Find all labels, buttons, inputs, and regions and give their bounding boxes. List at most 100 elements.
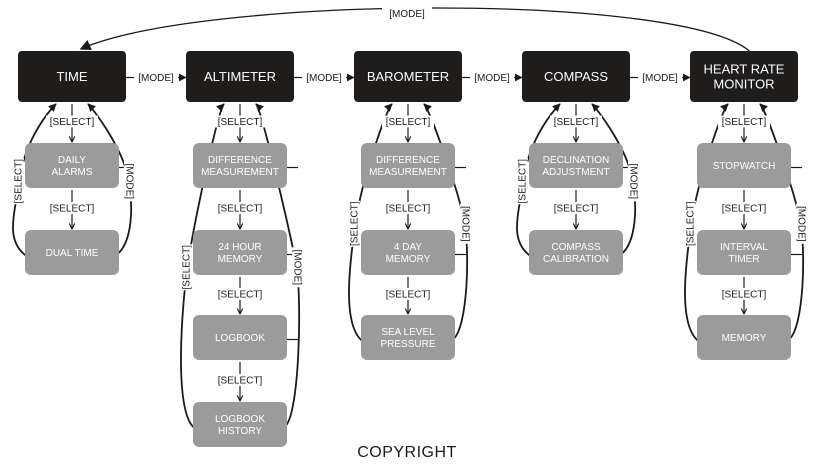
mode-title: TIME	[56, 69, 87, 84]
submode-label: 4 DAY	[394, 242, 422, 253]
submode-label: LOGBOOK	[215, 414, 265, 425]
mode-arrow-label: [MODE]	[306, 73, 342, 84]
submode-label: DECLINATION	[543, 155, 610, 166]
select-arrow-label: [SELECT]	[722, 117, 767, 128]
mode-title: BAROMETER	[367, 69, 449, 84]
submode-label: MEMORY	[218, 254, 263, 265]
submode-label: MEMORY	[722, 333, 767, 344]
label-background	[348, 200, 360, 247]
label-background	[718, 288, 770, 300]
mode-box	[690, 51, 798, 102]
label-background	[134, 71, 178, 84]
submode-label: TIMER	[728, 254, 759, 265]
mode-loop-label: [MODE]	[292, 249, 303, 285]
mode-return-arc	[79, 7, 750, 52]
label-background	[292, 247, 304, 288]
copyright-notice: COPYRIGHT	[357, 444, 457, 461]
label-background	[718, 202, 770, 214]
label-background	[124, 161, 136, 202]
label-background	[382, 115, 434, 128]
mode-arrow-label: [MODE]	[138, 73, 174, 84]
submode-label: DIFFERENCE	[376, 155, 440, 166]
submode-label: 24 HOUR	[218, 242, 261, 253]
submode-label: COMPASS	[551, 242, 601, 253]
submode-box	[697, 143, 791, 188]
mode-title: ALTIMETER	[204, 69, 276, 84]
submode-label: STOPWATCH	[713, 161, 776, 172]
label-background	[214, 202, 266, 214]
mode-loop-label: [MODE]	[628, 163, 639, 199]
submode-label: MEMORY	[386, 254, 431, 265]
submode-label: PRESSURE	[380, 339, 435, 350]
mode-arrow-label: [MODE]	[642, 73, 678, 84]
select-arrow-label: [SELECT]	[722, 204, 767, 215]
select-arrow-label: [SELECT]	[386, 204, 431, 215]
mode-title: HEART RATE	[704, 62, 785, 77]
label-background	[12, 158, 24, 205]
mode-loop-label: [MODE]	[460, 206, 471, 242]
mode-loop-label: [MODE]	[124, 163, 135, 199]
label-background	[550, 115, 602, 128]
submode-box	[193, 230, 287, 275]
submode-box	[361, 315, 455, 360]
submode-label: MEASUREMENT	[369, 167, 447, 178]
mode-loop-label: [MODE]	[796, 206, 807, 242]
mode-arrow-label: [MODE]	[474, 73, 510, 84]
select-arrow-label: [SELECT]	[386, 290, 431, 301]
label-background	[796, 203, 808, 244]
select-arrow-label: [SELECT]	[554, 117, 599, 128]
submode-box	[529, 230, 623, 275]
select-arrow-label: [SELECT]	[218, 117, 263, 128]
select-loop-label: [SELECT]	[182, 245, 193, 290]
label-background	[214, 288, 266, 300]
label-background	[46, 115, 98, 128]
mode-box	[522, 51, 630, 102]
mode-title: MONITOR	[713, 77, 774, 92]
label-background	[460, 203, 472, 244]
select-loop-label: [SELECT]	[350, 201, 361, 246]
label-background	[628, 161, 640, 202]
submode-label: DIFFERENCE	[208, 155, 272, 166]
label-background	[302, 71, 346, 84]
submode-box	[193, 315, 287, 360]
submode-box	[697, 315, 791, 360]
select-arrow-label: [SELECT]	[386, 117, 431, 128]
label-background	[718, 115, 770, 128]
submode-label: ADJUSTMENT	[542, 167, 609, 178]
mode-return-label: [MODE]	[389, 9, 425, 20]
submode-label: INTERVAL	[720, 242, 768, 253]
submode-label: ALARMS	[51, 167, 92, 178]
select-loop-label: [SELECT]	[518, 159, 529, 204]
submode-label: DAILY	[58, 155, 86, 166]
submode-box	[529, 143, 623, 188]
select-arrow-label: [SELECT]	[218, 204, 263, 215]
submode-box	[25, 230, 119, 275]
submode-label: LOGBOOK	[215, 333, 265, 344]
label-background	[550, 202, 602, 214]
submode-box	[361, 230, 455, 275]
select-arrow-label: [SELECT]	[218, 290, 263, 301]
submode-label: CALIBRATION	[543, 254, 609, 265]
label-background	[470, 71, 514, 84]
label-background	[214, 115, 266, 128]
submode-box	[361, 143, 455, 188]
label-background	[46, 202, 98, 214]
submode-label: DUAL TIME	[46, 248, 99, 259]
label-background	[214, 374, 266, 386]
select-arrow-label: [SELECT]	[554, 204, 599, 215]
submode-box	[697, 230, 791, 275]
label-background	[684, 200, 696, 247]
select-arrow-label: [SELECT]	[50, 117, 95, 128]
select-arrow-label: [SELECT]	[722, 290, 767, 301]
select-arrow-label: [SELECT]	[218, 376, 263, 387]
select-arrow-label: [SELECT]	[50, 204, 95, 215]
select-loop-label: [SELECT]	[14, 159, 25, 204]
submode-label: HISTORY	[218, 426, 262, 437]
label-background	[516, 158, 528, 205]
mode-title: COMPASS	[544, 69, 608, 84]
label-background	[180, 244, 192, 291]
mode-box	[354, 51, 462, 102]
mode-box	[18, 51, 126, 102]
submode-label: SEA LEVEL	[381, 327, 435, 338]
